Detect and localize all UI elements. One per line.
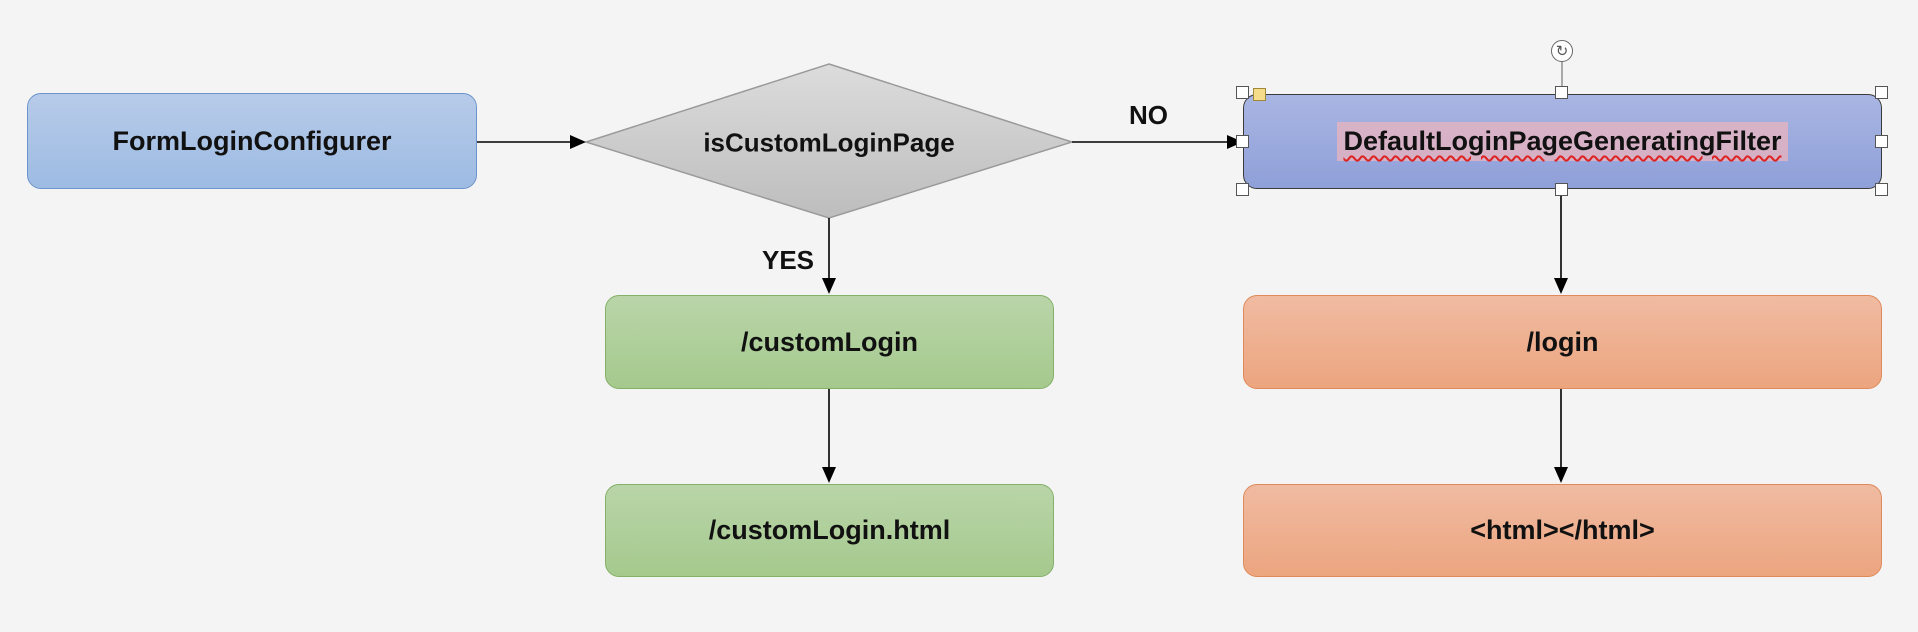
- resize-handle-right[interactable]: [1875, 135, 1888, 148]
- resize-handle-bottom-left[interactable]: [1236, 183, 1249, 196]
- node-label: /login: [1526, 326, 1599, 357]
- resize-handle-bottom-right[interactable]: [1875, 183, 1888, 196]
- arrowhead: [1554, 278, 1568, 294]
- login-node[interactable]: /login: [1243, 295, 1882, 389]
- node-label: <html></html>: [1470, 515, 1655, 545]
- node-label: /customLogin: [741, 326, 918, 357]
- arrowhead: [822, 467, 836, 483]
- resize-handle-top[interactable]: [1555, 86, 1568, 99]
- arrowhead: [1554, 467, 1568, 483]
- node-label-editing[interactable]: DefaultLoginPageGeneratingFilter: [1337, 122, 1788, 161]
- decision-label: isCustomLoginPage: [703, 127, 955, 158]
- custom-login-html-node[interactable]: /customLogin.html: [605, 484, 1054, 577]
- resize-handle-bottom[interactable]: [1555, 183, 1568, 196]
- edge-label-yes: YES: [762, 245, 815, 275]
- node-label: FormLoginConfigurer: [112, 125, 392, 156]
- arrowhead: [570, 135, 586, 149]
- arrowhead: [822, 278, 836, 294]
- adjust-handle-corner-radius[interactable]: [1253, 88, 1266, 101]
- rotate-icon[interactable]: ↻: [1551, 40, 1573, 62]
- custom-login-node[interactable]: /customLogin: [605, 295, 1054, 389]
- resize-handle-top-left[interactable]: [1236, 86, 1249, 99]
- html-page-node[interactable]: <html></html>: [1243, 484, 1882, 577]
- arrowhead: [1227, 135, 1243, 149]
- edge-label-no: NO: [1129, 100, 1168, 130]
- default-login-page-filter-node[interactable]: DefaultLoginPageGeneratingFilter: [1243, 94, 1882, 189]
- node-label: /customLogin.html: [708, 515, 951, 545]
- resize-handle-left[interactable]: [1236, 135, 1249, 148]
- form-login-configurer-node[interactable]: FormLoginConfigurer: [27, 93, 477, 189]
- resize-handle-top-right[interactable]: [1875, 86, 1888, 99]
